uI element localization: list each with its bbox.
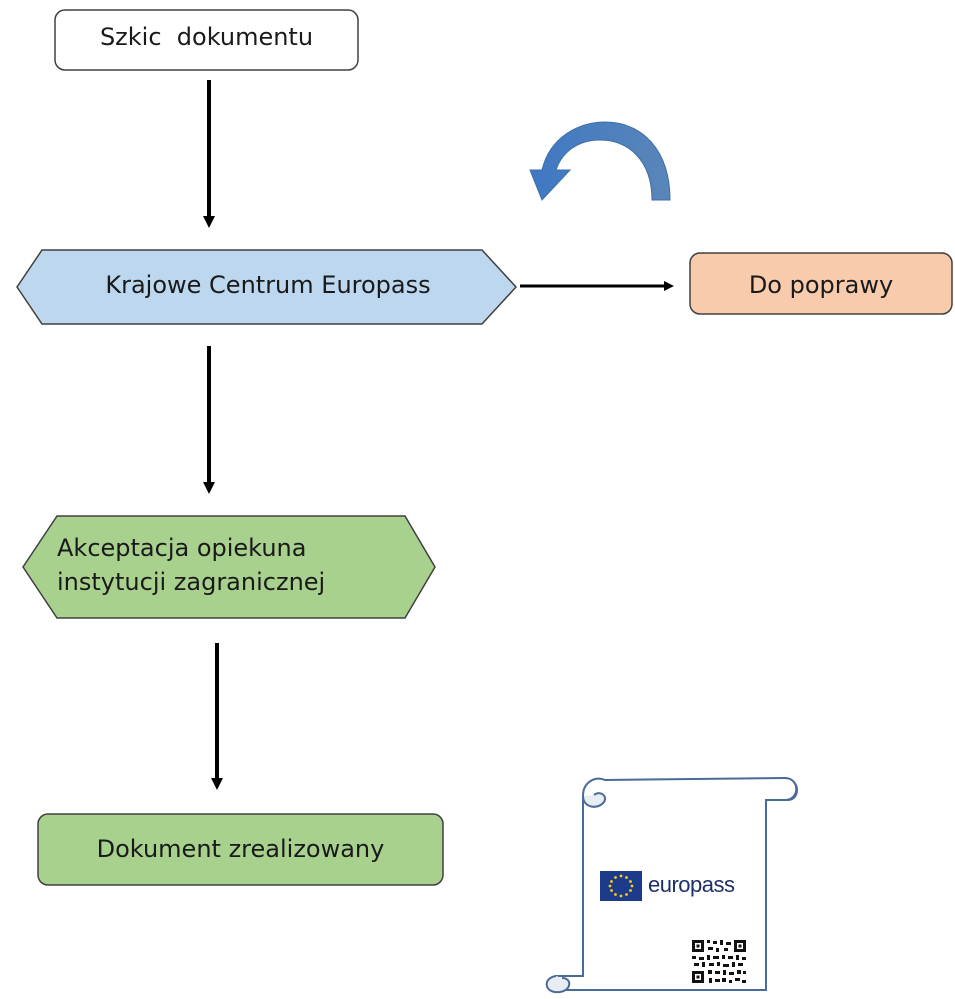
node-poprawa-box	[689, 252, 953, 315]
node-centrum-shape	[16, 249, 518, 325]
europass-scroll-icon	[545, 776, 798, 994]
arrowhead-centrum-poprawa	[664, 281, 674, 291]
europass-brand-text: europass	[648, 872, 735, 897]
node-akceptacja-label-line-1: Akceptacja opiekuna	[57, 534, 307, 562]
node-szkic-label: Szkic dokumentu	[99, 23, 314, 51]
node-poprawa-label: Do poprawy	[748, 271, 894, 299]
arrowhead-szkic-centrum	[203, 216, 215, 228]
node-akceptacja-shape	[22, 515, 436, 619]
arrowhead-centrum-akceptacja	[203, 482, 215, 494]
arrowhead-akceptacja-zrealizowany	[211, 778, 223, 790]
eu-flag-icon	[600, 871, 642, 901]
node-centrum-label: Krajowe Centrum Europass	[105, 271, 431, 299]
curved-arrow-icon	[529, 121, 671, 201]
qr-code-icon	[692, 940, 746, 983]
node-zrealizowany-label: Dokument zrealizowany	[96, 835, 385, 863]
node-szkic-box	[54, 9, 359, 71]
node-zrealizowany-box	[37, 813, 444, 886]
node-akceptacja-label-line-2: instytucji zagranicznej	[57, 568, 326, 596]
